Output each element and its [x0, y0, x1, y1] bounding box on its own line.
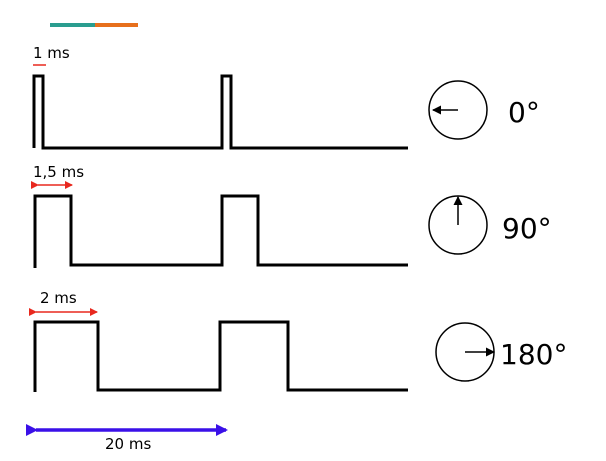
angle-label: 0°	[508, 96, 540, 129]
row-0deg: 1 ms 0°	[32, 44, 540, 150]
servo-dial	[428, 80, 488, 140]
row-180deg: 2 ms 180°	[29, 289, 567, 392]
row-90deg: 1,5 ms 90°	[31, 163, 552, 268]
pulse-width-label: 1,5 ms	[33, 163, 84, 181]
angle-label: 180°	[500, 338, 567, 371]
period-marker: 20 ms	[26, 424, 228, 453]
pwm-waveform	[33, 194, 408, 268]
pulse-width-label: 2 ms	[40, 289, 77, 307]
pwm-waveform	[32, 74, 408, 150]
pwm-waveform	[33, 320, 408, 392]
pulse-width-label: 1 ms	[33, 44, 70, 62]
angle-label: 90°	[502, 212, 552, 245]
period-label: 20 ms	[105, 435, 151, 453]
